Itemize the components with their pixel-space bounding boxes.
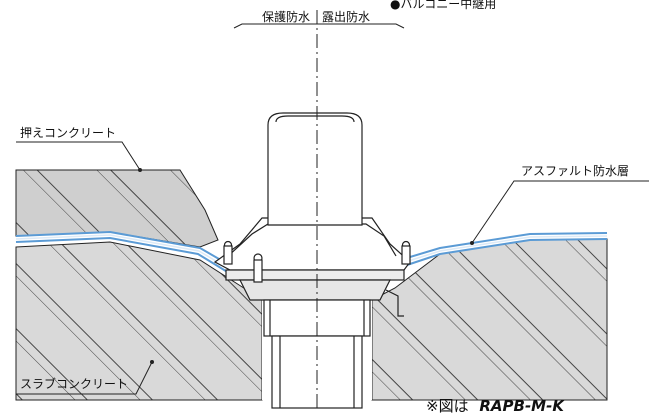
slab-concrete-leader-dot xyxy=(150,360,154,364)
model-note-prefix: ※図は xyxy=(426,397,469,415)
model-note: ※図は RAPB-M-K xyxy=(426,397,565,415)
header-underline xyxy=(233,23,405,29)
asphalt-layer-label: アスファルト防水層 xyxy=(521,163,629,178)
press-concrete-label: 押えコンクリート xyxy=(20,126,116,140)
asphalt-layer-leader xyxy=(471,180,649,244)
press-concrete-leader xyxy=(16,141,141,171)
waterproof-layer-right xyxy=(399,232,608,267)
model-note-model: RAPB-M-K xyxy=(479,397,565,415)
slab-concrete-label: スラブコンクリート xyxy=(20,376,128,391)
protect-waterproof-label: 保護防水 xyxy=(262,9,310,24)
slab-concrete-leader xyxy=(16,361,153,395)
asphalt-layer-leader-dot xyxy=(470,241,474,245)
top-note: ●バルコニー中継用 xyxy=(390,0,496,11)
exposed-waterproof-label: 露出防水 xyxy=(322,9,370,24)
press-concrete-leader-dot xyxy=(138,168,142,172)
